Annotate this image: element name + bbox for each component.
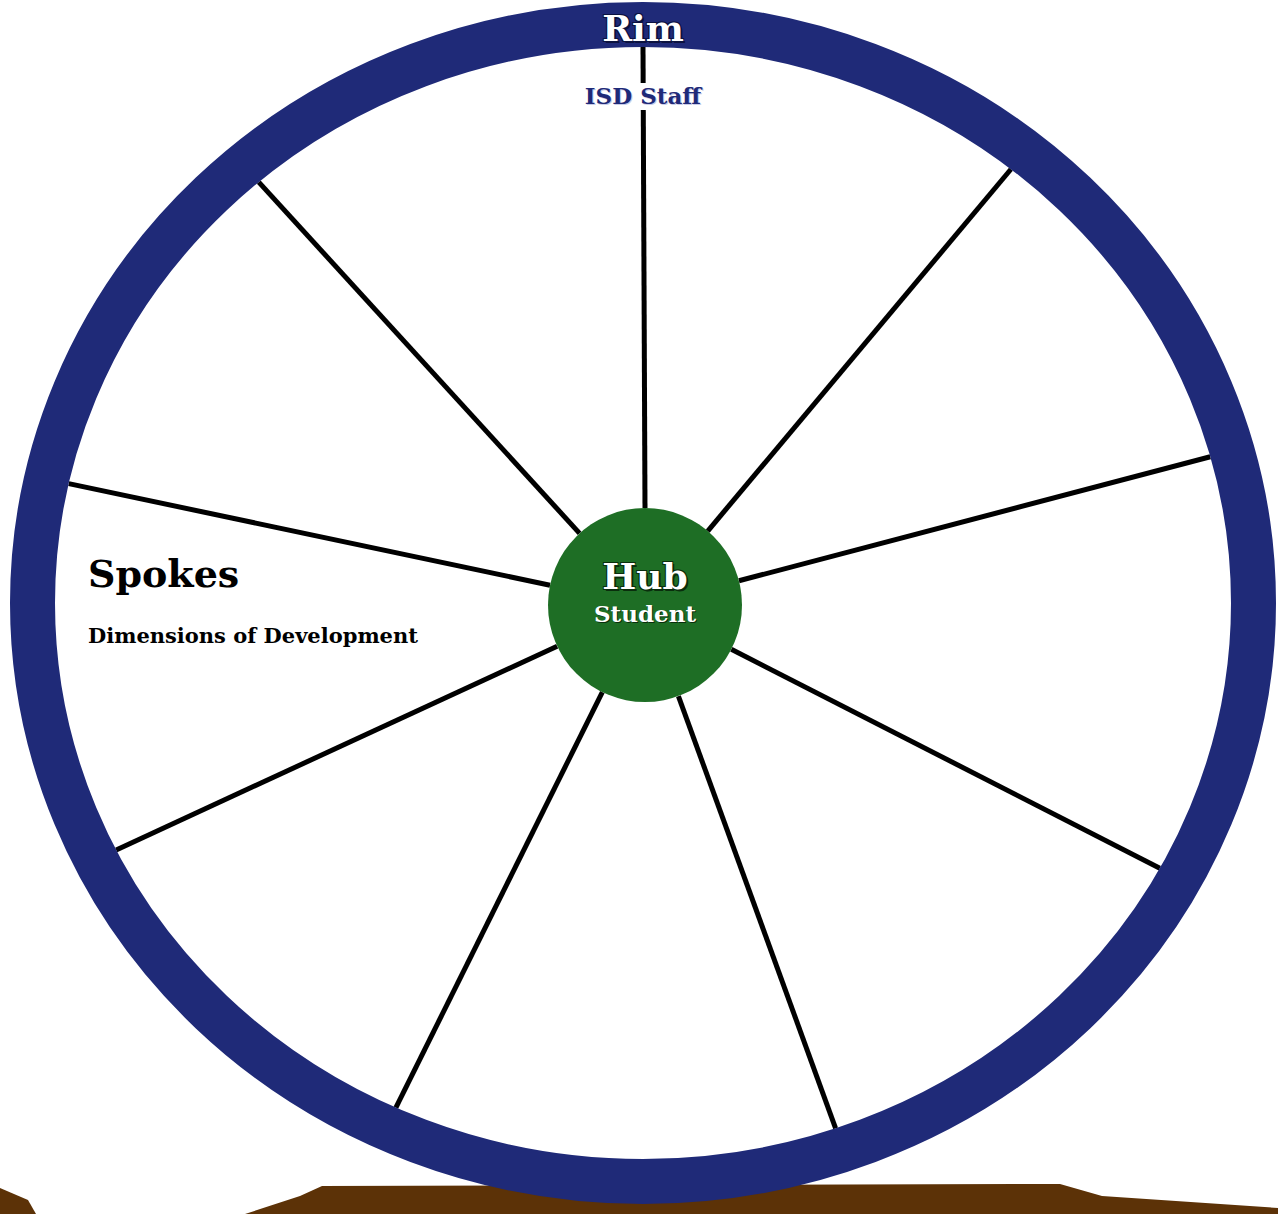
rim-ring: RimISD StaffHubStudent <box>10 2 1276 1204</box>
hub-fill <box>548 508 742 702</box>
rim-band <box>33 25 1254 1182</box>
rim-subtitle: ISD Staff <box>581 83 705 109</box>
text-group: HubStudent <box>548 556 742 628</box>
hub-circle: HubStudent <box>548 508 742 702</box>
spoke-line <box>678 696 835 1128</box>
spoke-line <box>259 182 580 533</box>
spokes-title: Spokes <box>85 552 242 596</box>
text-group: RimISD Staff <box>10 8 1276 110</box>
spoke-line <box>731 649 1160 868</box>
spoke-line <box>116 646 557 850</box>
rim-title: Rim <box>598 8 688 49</box>
spoke-line <box>708 169 1011 531</box>
ground <box>0 1188 36 1214</box>
hub-subtitle: Student <box>590 601 700 627</box>
spoke-line <box>643 47 645 508</box>
spoke-line <box>396 692 602 1107</box>
spoke-line <box>739 457 1210 581</box>
spokes-subtitle: Dimensions of Development <box>85 624 421 648</box>
hub-title: Hub <box>598 556 691 597</box>
